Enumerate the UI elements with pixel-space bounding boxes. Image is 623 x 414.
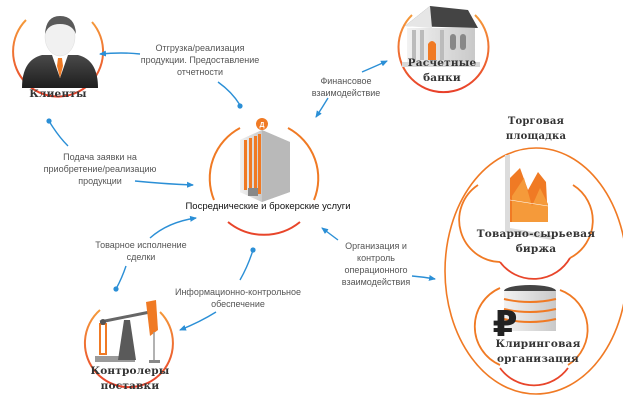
bank-building-icon (402, 6, 480, 67)
flow-info-control-line2: обеспечение (211, 299, 265, 309)
flow-organization-line3: операционного (344, 265, 408, 275)
controllers-title-line1: Контролеры (90, 365, 170, 377)
flow-label-financial: Финансовое взаимодействие (306, 75, 386, 99)
flow-label-shipment: Отгрузка/реализация продукции. Предостав… (132, 42, 268, 78)
flow-organization-line1: Организация и (345, 241, 407, 251)
area-chart-icon (505, 155, 556, 240)
arrow-clients-application (48, 120, 69, 147)
exchange-title-line2: биржа (515, 243, 557, 255)
flow-label-execution: Товарное исполнение сделки (86, 239, 196, 263)
arrow-info-to-controllers (179, 311, 217, 331)
businessman-icon (22, 16, 98, 88)
flow-application-line2: приобретение/реализацию (43, 164, 157, 174)
clients-title: Клиенты (8, 87, 108, 102)
svg-text:Д: Д (260, 122, 265, 129)
dot-controllers-execution (113, 286, 119, 292)
trading-platform-ellipse (444, 147, 623, 395)
arrow-financial-to-banks (361, 60, 388, 73)
oil-pump-jack-icon (95, 300, 160, 363)
controllers-title: Контролеры поставки (80, 364, 180, 394)
svg-text:₽: ₽ (492, 304, 517, 345)
arrow-controllers-execution (115, 265, 127, 290)
exchange-ring (458, 184, 594, 280)
flow-organization-line2: контроль (357, 253, 395, 263)
trading-platform-title: Торговая площадка (484, 114, 588, 144)
banks-title: Расчетные банки (390, 56, 494, 86)
banks-title-line1: Расчетные (407, 57, 477, 69)
clearing-title-line2: организация (496, 353, 580, 365)
arrows (46, 50, 436, 331)
ruble-server-icon: ₽ (492, 285, 557, 345)
clearing-title-line1: Клиринговая (495, 338, 581, 350)
dot-center-shipment (237, 103, 243, 109)
flow-application-line3: продукции (78, 176, 122, 186)
flow-label-organization: Организация и контроль операционного вза… (334, 240, 418, 288)
center-ring (208, 127, 320, 236)
flow-execution-line1: Товарное исполнение (95, 240, 187, 250)
arrow-center-info (239, 249, 254, 281)
exchange-title: Товарно-сырьевая биржа (468, 227, 604, 257)
banks-ring (397, 14, 490, 94)
arrow-shipment-to-clients (99, 50, 141, 57)
arrow-organization-to-platform (411, 274, 436, 281)
flow-financial-line2: взаимодействие (311, 88, 381, 98)
exchange-title-line1: Товарно-сырьевая (476, 228, 596, 240)
arrow-financial-to-center (315, 97, 329, 118)
clients-ring (12, 19, 105, 98)
banks-title-line2: банки (423, 72, 461, 84)
clients-title-text: Клиенты (29, 88, 87, 100)
arrow-application-to-center (134, 180, 194, 188)
flow-execution-line2: сделки (126, 252, 156, 262)
flow-label-application: Подача заявки на приобретение/реализацию… (36, 151, 164, 187)
center-title-text: Посреднические и брокерские услуги (185, 201, 351, 212)
flow-organization-line4: взаимодействия (341, 277, 411, 287)
arrow-center-to-shipment (217, 81, 241, 106)
clearing-title: Клиринговая организация (478, 337, 598, 367)
flow-label-info-control: Информационно-контрольное обеспечение (168, 286, 308, 310)
arrow-execution-to-center (149, 215, 197, 239)
flow-shipment-line3: отчетности (176, 67, 224, 77)
controllers-title-line2: поставки (100, 380, 160, 392)
flow-financial-line1: Финансовое (320, 76, 372, 86)
clearing-ring (473, 287, 589, 387)
trading-platform-title-line2: площадка (505, 131, 567, 142)
arrow-organization-to-center (321, 227, 339, 241)
center-title: Посреднические и брокерские услуги (168, 201, 368, 212)
flow-shipment-line2: продукции. Предоставление (140, 55, 260, 65)
flow-info-control-line1: Информационно-контрольное (174, 287, 302, 297)
controllers-ring (83, 309, 174, 389)
flow-shipment-line1: Отгрузка/реализация (155, 43, 245, 53)
trading-platform-title-line1: Торговая (507, 116, 565, 127)
office-tower-icon: Д (240, 118, 290, 202)
flow-application-line1: Подача заявки на (63, 152, 137, 162)
